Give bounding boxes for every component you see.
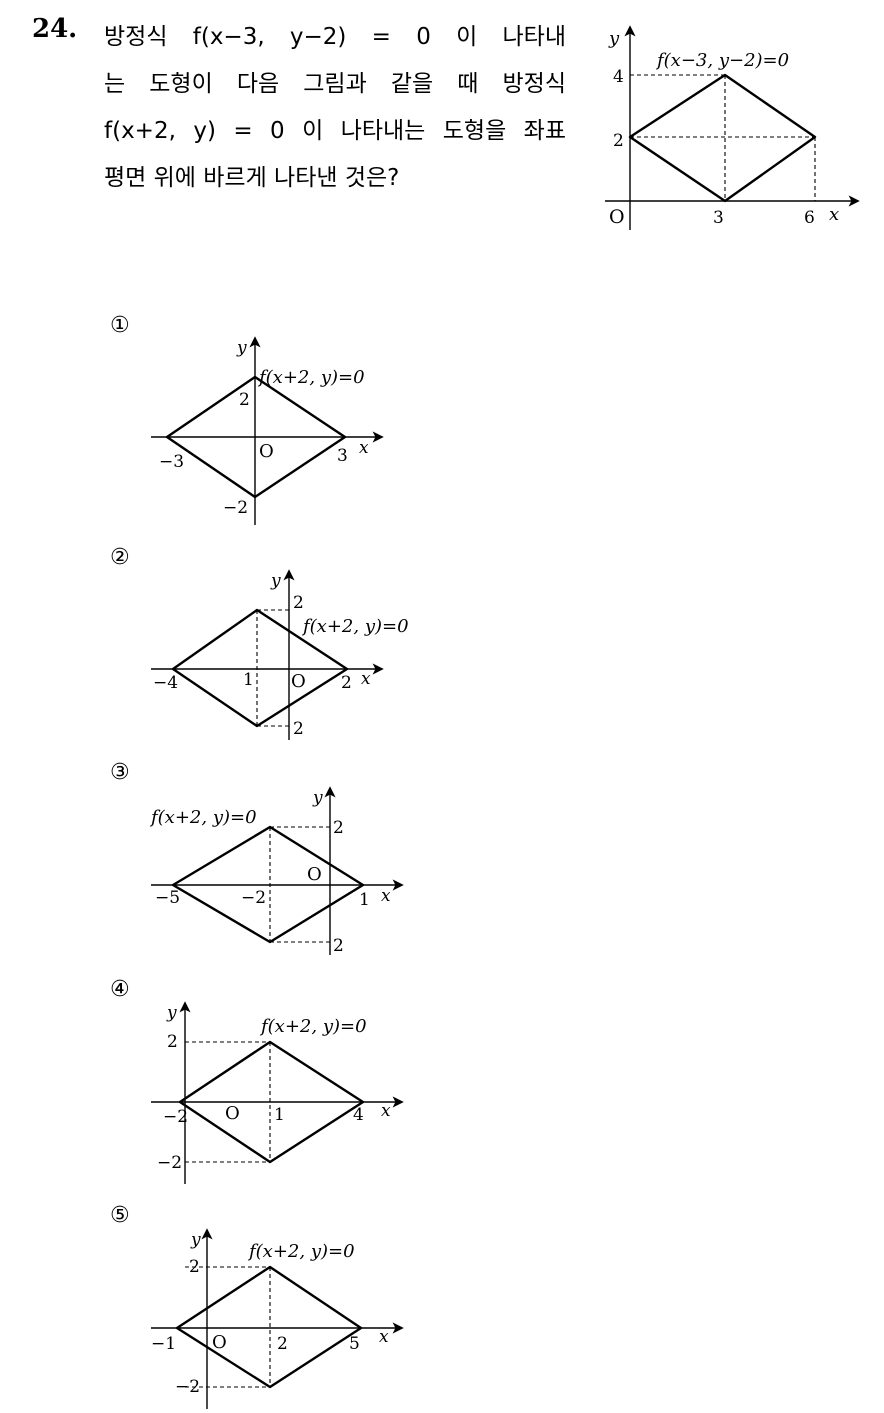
svg-text:x: x	[381, 1101, 391, 1121]
svg-text:−2: −2	[223, 498, 248, 518]
svg-text:2: 2	[293, 593, 304, 613]
svg-text:2: 2	[167, 1032, 178, 1052]
question-line-3: f(x+2, y) = 0 이 나타내는 도형을 좌표	[104, 118, 566, 144]
svg-text:−2: −2	[157, 1153, 182, 1173]
question-number: 24.	[32, 14, 78, 44]
svg-text:x: x	[361, 669, 371, 689]
svg-text:O: O	[225, 1103, 240, 1124]
svg-text:2: 2	[333, 936, 344, 956]
svg-text:−1: −1	[151, 1334, 176, 1354]
svg-text:−2: −2	[241, 888, 266, 908]
option-5-marker[interactable]: ⑤	[110, 1203, 130, 1228]
svg-text:4: 4	[353, 1105, 364, 1125]
svg-text:O: O	[212, 1332, 227, 1353]
tick-x6: 6	[804, 208, 815, 228]
svg-text:y: y	[190, 1230, 201, 1250]
svg-text:y: y	[236, 338, 247, 358]
svg-text:−4: −4	[153, 673, 178, 693]
curve-label: f(x−3, y−2)=0	[655, 50, 789, 71]
svg-text:x: x	[381, 886, 391, 906]
svg-text:−5: −5	[155, 888, 180, 908]
svg-text:y: y	[312, 788, 323, 808]
svg-text:5: 5	[349, 1334, 360, 1354]
svg-text:f(x+2, y)=0: f(x+2, y)=0	[301, 616, 409, 637]
option-1-marker[interactable]: ①	[110, 313, 130, 338]
svg-text:f(x+2, y)=0: f(x+2, y)=0	[257, 367, 365, 388]
svg-text:−2: −2	[163, 1107, 188, 1127]
y-axis-label: y	[608, 28, 620, 49]
svg-text:−2: −2	[175, 1377, 200, 1397]
question-figure: y x O 4 2 3 6 f(x−3, y−2)=0	[605, 25, 860, 230]
svg-text:y: y	[270, 571, 281, 591]
origin-label: O	[609, 206, 625, 228]
svg-text:2: 2	[333, 818, 344, 838]
svg-text:2: 2	[239, 390, 250, 410]
svg-text:3: 3	[337, 446, 348, 466]
svg-text:1: 1	[359, 890, 370, 910]
svg-text:y: y	[166, 1003, 177, 1023]
tick-y4: 4	[613, 67, 624, 87]
svg-text:−3: −3	[159, 452, 184, 472]
svg-text:O: O	[291, 671, 306, 692]
svg-text:f(x+2, y)=0: f(x+2, y)=0	[149, 807, 257, 828]
question-line-1: 방정식 f(x−3, y−2) = 0 이 나타내	[104, 24, 566, 50]
x-axis-label: x	[829, 204, 839, 225]
svg-text:2: 2	[189, 1257, 200, 1277]
option-2-marker[interactable]: ②	[110, 545, 130, 570]
svg-text:f(x+2, y)=0: f(x+2, y)=0	[247, 1241, 355, 1262]
question-line-4: 평면 위에 바르게 나타낸 것은?	[104, 165, 400, 191]
svg-text:1: 1	[274, 1105, 285, 1125]
svg-text:x: x	[359, 438, 369, 458]
svg-text:O: O	[307, 864, 322, 885]
tick-x3: 3	[713, 208, 724, 228]
svg-text:2: 2	[341, 673, 352, 693]
option-2-graph[interactable]: y x O −4 1 2 2 2 f(x+2, y)=0	[145, 568, 435, 743]
option-1-graph[interactable]: y x O −3 3 2 −2 f(x+2, y)=0	[145, 335, 405, 530]
svg-text:x: x	[379, 1327, 389, 1347]
rhombus	[628, 73, 817, 203]
option-5-graph[interactable]: y x O −1 2 5 2 −2 f(x+2, y)=0	[145, 1227, 415, 1412]
svg-text:f(x+2, y)=0: f(x+2, y)=0	[259, 1016, 367, 1037]
tick-y2: 2	[613, 131, 624, 151]
option-4-graph[interactable]: y x O −2 1 4 2 −2 f(x+2, y)=0	[145, 1000, 415, 1190]
option-3-marker[interactable]: ③	[110, 760, 130, 785]
svg-text:O: O	[259, 441, 274, 462]
svg-text:1: 1	[243, 670, 254, 690]
question-text: 방정식 f(x−3, y−2) = 0 이 나타내 는 도형이 다음 그림과 같…	[104, 14, 566, 202]
option-4-marker[interactable]: ④	[110, 977, 130, 1002]
svg-text:2: 2	[293, 719, 304, 739]
option-3-graph[interactable]: y x O −5 −2 1 2 2 f(x+2, y)=0	[145, 785, 415, 960]
svg-text:2: 2	[277, 1334, 288, 1354]
question-line-2: 는 도형이 다음 그림과 같을 때 방정식	[104, 71, 566, 97]
